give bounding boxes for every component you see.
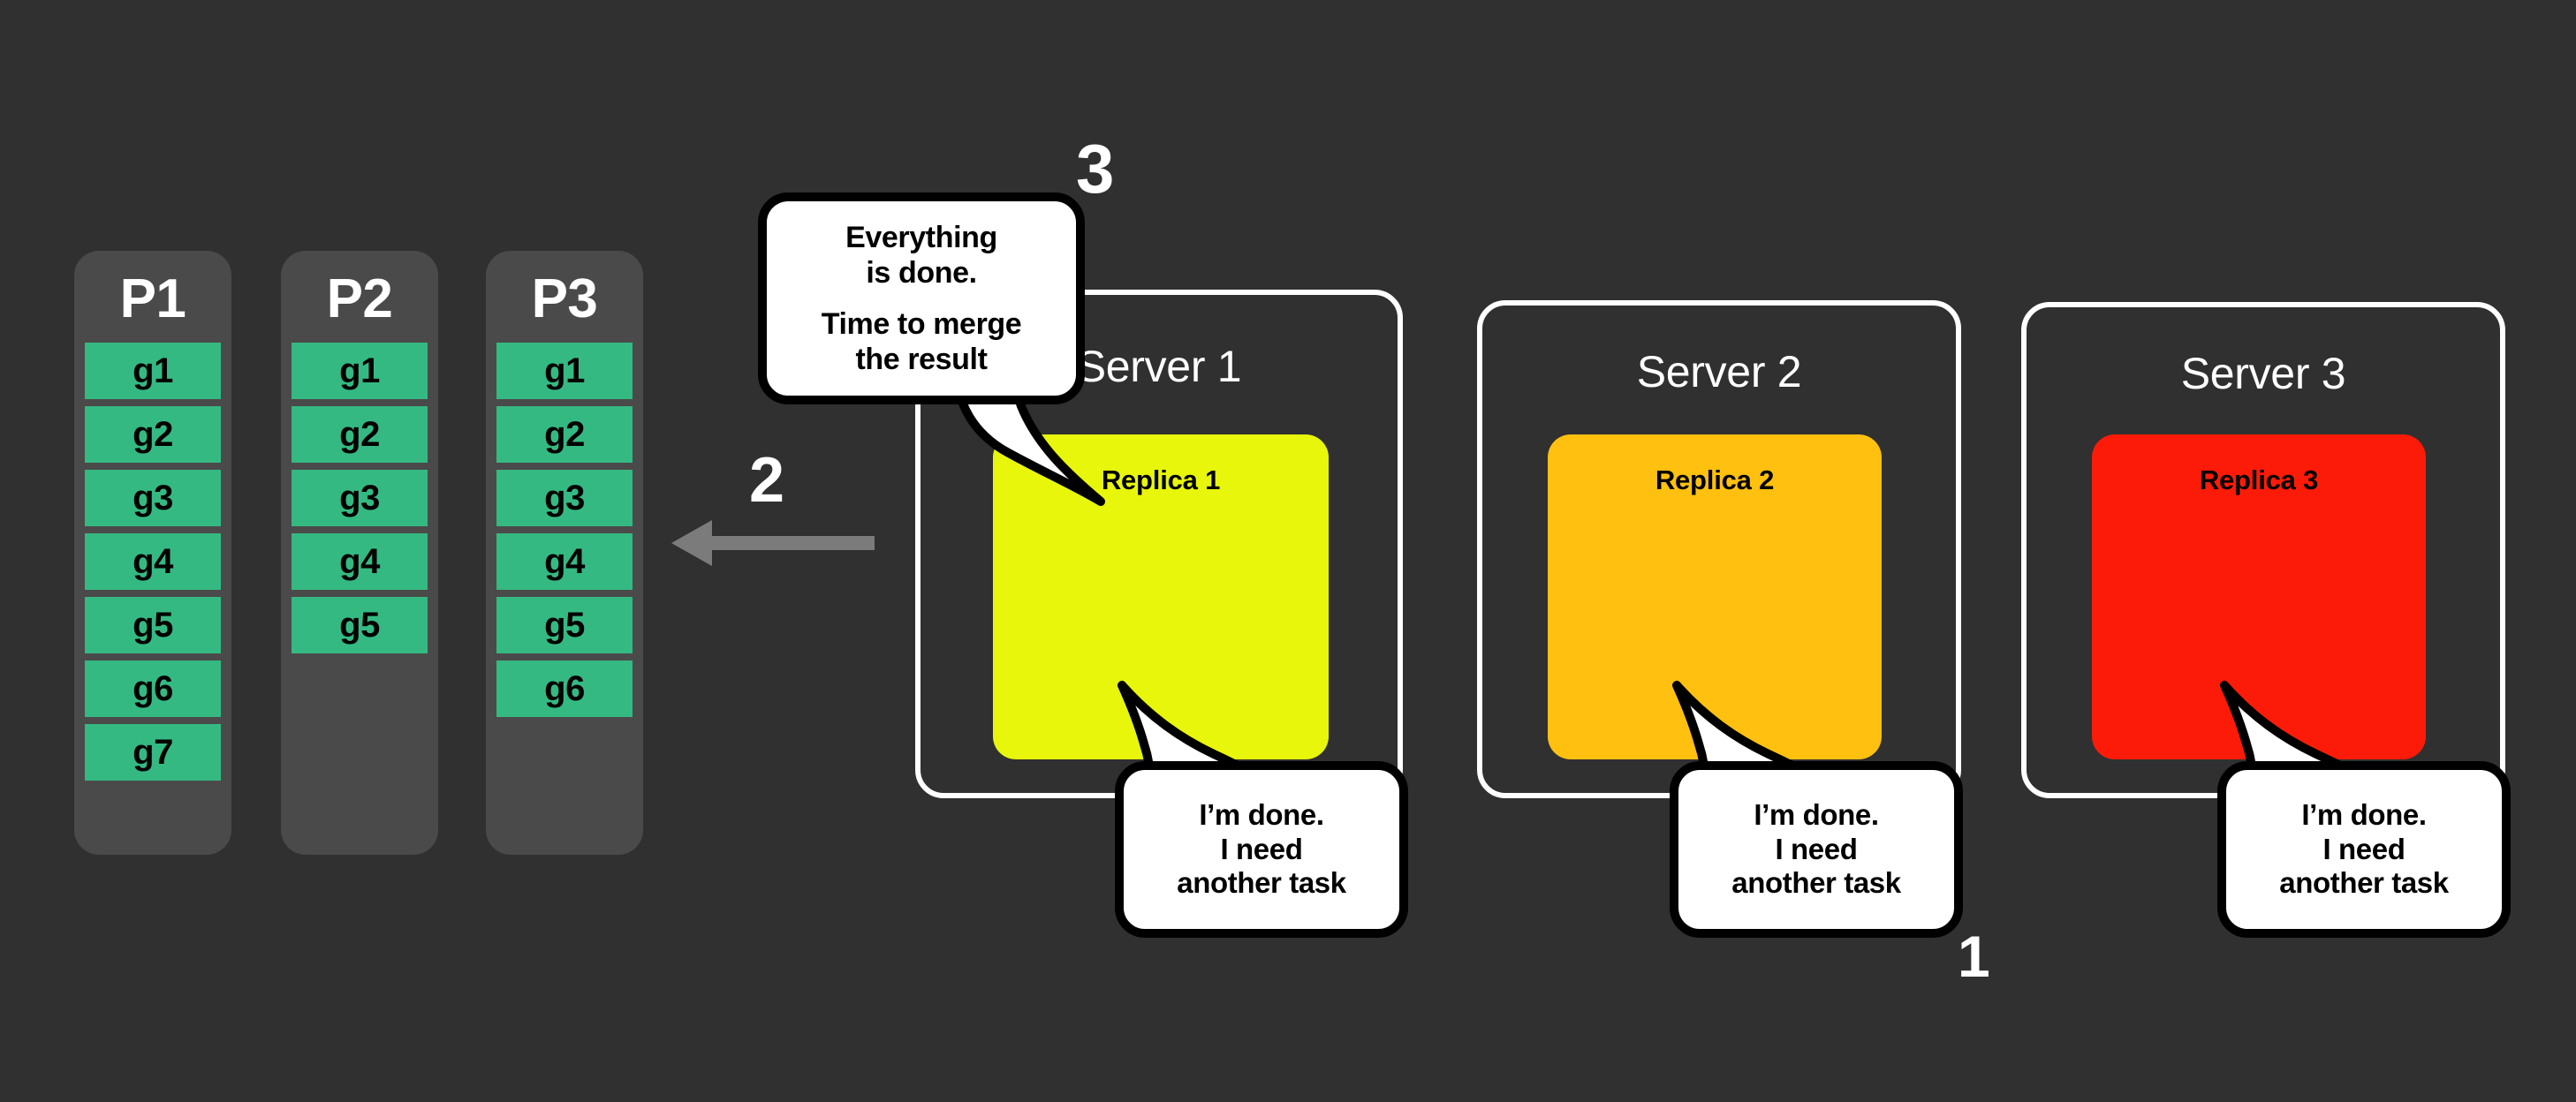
done-speech-bubble-3: I’m done. I need another task — [2217, 761, 2511, 938]
bubble-line: I need — [2322, 832, 2406, 865]
bubble-line: I’m done. — [1199, 797, 1324, 831]
merge-arrow — [671, 517, 875, 570]
process-block-list: g1 g2 g3 g4 g5 g6 — [496, 343, 633, 717]
task-block: g2 — [292, 406, 428, 463]
replica-label-1: Replica 1 — [1101, 464, 1221, 495]
bubble-line: I’m done. — [2301, 797, 2427, 831]
task-block: g3 — [292, 470, 428, 526]
replica-label-2: Replica 2 — [1655, 464, 1775, 495]
arrow-left-icon — [671, 520, 875, 566]
task-block: g1 — [496, 343, 633, 399]
task-block: g2 — [85, 406, 221, 463]
task-block: g1 — [292, 343, 428, 399]
done-speech-bubble-1: I’m done. I need another task — [1115, 761, 1408, 938]
task-block: g1 — [85, 343, 221, 399]
replica-label-3: Replica 3 — [2199, 464, 2319, 495]
server-title-3: Server 3 — [2180, 349, 2346, 398]
task-block: g6 — [496, 660, 633, 717]
bubble-line: another task — [1731, 866, 1901, 900]
process-title: P1 — [119, 268, 186, 329]
step-number-two: 2 — [749, 445, 784, 516]
task-block: g7 — [85, 724, 221, 781]
bubble-line: another task — [1177, 866, 1346, 900]
bubble-line: Everything — [845, 220, 997, 254]
bubble-line: another task — [2279, 866, 2449, 900]
task-block: g5 — [292, 597, 428, 653]
process-column-p2: P2 g1 g2 g3 g4 g5 — [281, 251, 438, 855]
server-title-2: Server 2 — [1636, 347, 1802, 396]
task-block: g5 — [496, 597, 633, 653]
task-block: g5 — [85, 597, 221, 653]
task-block: g3 — [496, 470, 633, 526]
process-title: P2 — [326, 268, 393, 329]
task-block: g6 — [85, 660, 221, 717]
process-title: P3 — [531, 268, 598, 329]
bubble-line: is done. — [866, 255, 977, 290]
process-column-p1: P1 g1 g2 g3 g4 g5 g6 g7 — [74, 251, 231, 855]
task-block: g2 — [496, 406, 633, 463]
step-number-one: 1 — [1958, 924, 1990, 989]
replica-box-1: Replica 1 — [993, 434, 1329, 759]
task-block: g3 — [85, 470, 221, 526]
replica-box-2: Replica 2 — [1548, 434, 1882, 759]
process-block-list: g1 g2 g3 g4 g5 — [292, 343, 428, 653]
step-number-three: 3 — [1076, 130, 1114, 208]
done-speech-bubble-2: I’m done. I need another task — [1670, 761, 1963, 938]
replica-box-3: Replica 3 — [2092, 434, 2426, 759]
bubble-line: I’m done. — [1754, 797, 1879, 831]
bubble-line: I need — [1775, 832, 1858, 865]
merge-speech-bubble: Everything is done. Time to merge the re… — [758, 192, 1085, 404]
task-block: g4 — [85, 533, 221, 590]
task-block: g4 — [292, 533, 428, 590]
bubble-line: Time to merge — [821, 307, 1022, 341]
task-block: g4 — [496, 533, 633, 590]
bubble-line: the result — [855, 343, 988, 377]
process-column-p3: P3 g1 g2 g3 g4 g5 g6 — [486, 251, 643, 855]
process-block-list: g1 g2 g3 g4 g5 g6 g7 — [85, 343, 221, 781]
bubble-line: I need — [1220, 832, 1303, 865]
